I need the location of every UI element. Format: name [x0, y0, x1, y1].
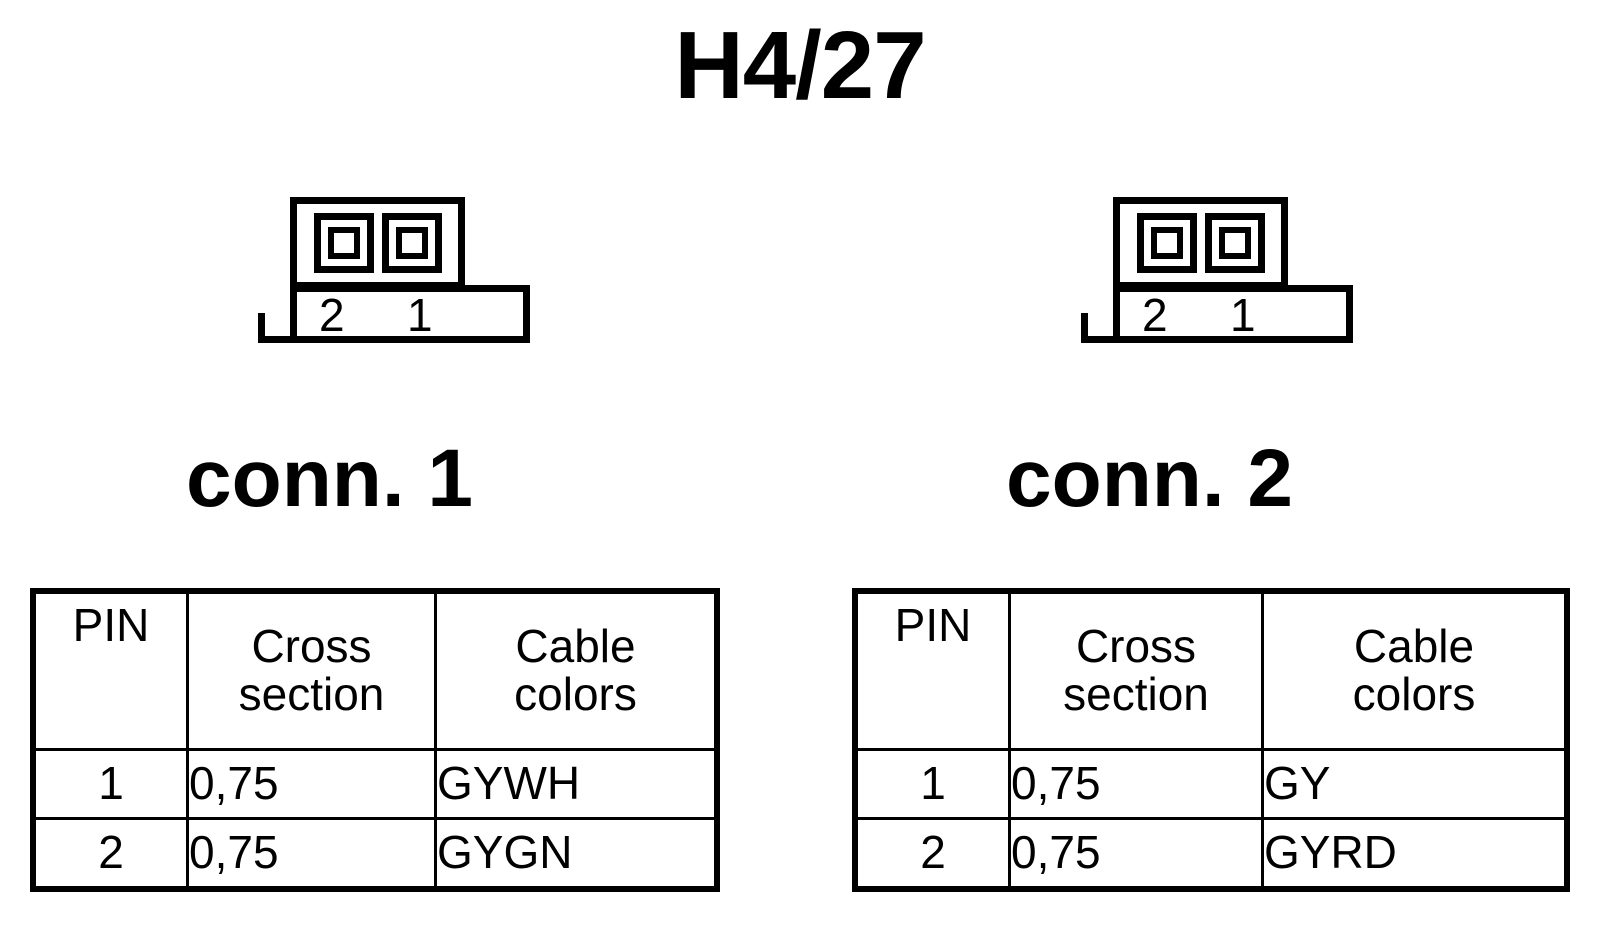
connector-pin-number-right: 1: [1230, 289, 1256, 341]
connector-pin-core: [1150, 227, 1183, 259]
page-title: H4/27: [674, 12, 926, 119]
cell-cross-section: 0,75: [1008, 817, 1264, 891]
cell-cable-colors: GYGN: [434, 817, 719, 891]
cell-pin: 1: [853, 748, 1011, 820]
connector-pin-core: [1218, 227, 1251, 259]
conn-2-pin-table: PIN Cross section Cable colors 1 0,75 GY…: [852, 588, 1570, 892]
column-header-cable-colors-line2: colors: [1352, 668, 1476, 720]
table-header-row: PIN Cross section Cable colors: [853, 589, 1569, 751]
column-header-cross-section: Cross section: [186, 589, 437, 751]
table-body: 1 0,75 GYWH 2 0,75 GYGN: [31, 748, 719, 891]
table-header-row: PIN Cross section Cable colors: [31, 589, 719, 751]
connector-housing-upper: [290, 197, 465, 289]
column-header-pin: PIN: [853, 589, 1011, 751]
cell-cable-colors: GY: [1261, 748, 1569, 820]
cell-pin: 2: [31, 817, 189, 891]
table-row: 1 0,75 GYWH: [31, 748, 719, 820]
table-body: 1 0,75 GY 2 0,75 GYRD: [853, 748, 1569, 891]
cell-cross-section: 0,75: [186, 817, 437, 891]
column-header-cable-colors-line1: Cable: [1353, 620, 1475, 673]
connector-symbol-conn-2: 2 1: [1073, 197, 1353, 349]
connector-housing-lower: 2 1: [1113, 285, 1353, 343]
column-header-cross-section-line1: Cross: [251, 620, 372, 673]
connector-symbol-conn-1: 2 1: [250, 197, 530, 349]
connector-label-conn-1: conn. 1: [186, 433, 474, 524]
connector-latch-tab-icon: [258, 313, 298, 343]
connector-pin-number-left: 2: [1142, 289, 1168, 341]
connector-pin-number-left: 2: [319, 289, 345, 341]
table-header: PIN Cross section Cable colors: [31, 589, 719, 751]
connector-pin-core: [395, 227, 428, 259]
connector-label-conn-2: conn. 2: [1006, 433, 1294, 524]
column-header-cross-section-line2: section: [238, 668, 385, 720]
table-header: PIN Cross section Cable colors: [853, 589, 1569, 751]
cell-cross-section: 0,75: [1008, 748, 1264, 820]
conn-1-pin-table: PIN Cross section Cable colors 1 0,75 GY…: [30, 588, 720, 892]
connector-housing-upper: [1113, 197, 1288, 289]
connector-housing-lower: 2 1: [290, 285, 530, 343]
table-row: 2 0,75 GYRD: [853, 817, 1569, 891]
connector-pin-socket: [381, 213, 442, 273]
column-header-cable-colors: Cable colors: [1261, 589, 1569, 751]
column-header-cross-section: Cross section: [1008, 589, 1264, 751]
connector-pin-socket: [313, 213, 374, 273]
table-row: 1 0,75 GY: [853, 748, 1569, 820]
cell-cable-colors: GYWH: [434, 748, 719, 820]
column-header-cable-colors-line1: Cable: [515, 620, 636, 673]
cell-pin: 1: [31, 748, 189, 820]
column-header-cross-section-line2: section: [1063, 668, 1209, 720]
cell-pin: 2: [853, 817, 1011, 891]
cell-cross-section: 0,75: [186, 748, 437, 820]
connector-pin-socket: [1136, 213, 1197, 273]
connector-pin-number-right: 1: [407, 289, 433, 341]
column-header-cross-section-line1: Cross: [1075, 620, 1197, 673]
cell-cable-colors: GYRD: [1261, 817, 1569, 891]
connector-latch-tab-icon: [1081, 313, 1121, 343]
connector-pin-socket: [1204, 213, 1265, 273]
column-header-pin: PIN: [31, 589, 189, 751]
table-row: 2 0,75 GYGN: [31, 817, 719, 891]
column-header-cable-colors: Cable colors: [434, 589, 719, 751]
column-header-cable-colors-line2: colors: [514, 668, 637, 720]
connector-pin-core: [327, 227, 360, 259]
